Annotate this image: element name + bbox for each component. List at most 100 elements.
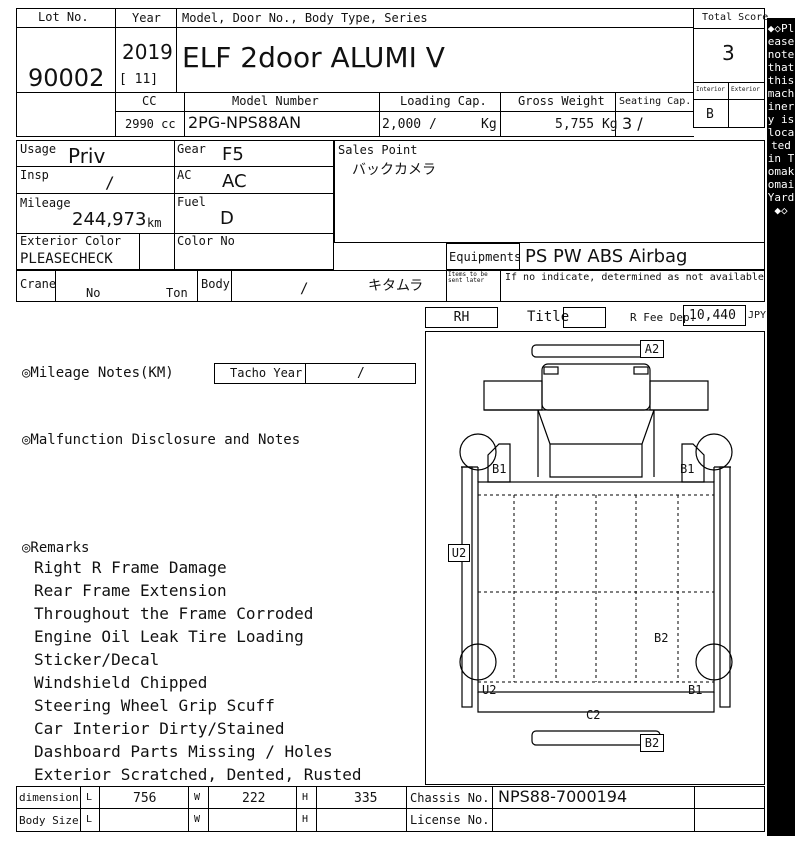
remark-line: Sticker/Decal xyxy=(34,650,160,669)
total-score-box xyxy=(693,8,765,128)
damage-mark-u2-side: U2 xyxy=(451,546,467,560)
no-indicate-note: If no indicate, determined as not availa… xyxy=(505,272,764,283)
body-size-label: Body Size xyxy=(19,814,79,827)
seating-label: Seating Cap. xyxy=(619,96,692,107)
crane-value: No xyxy=(86,286,101,300)
ac-label: AC xyxy=(177,168,192,182)
rh-box xyxy=(425,307,498,328)
chassis-value: NPS88-7000194 xyxy=(498,787,628,806)
remark-line: Right R Frame Damage xyxy=(34,558,227,577)
dimension-label: dimension xyxy=(19,791,79,804)
usage-value: Priv xyxy=(68,144,106,168)
size-w-label: W xyxy=(194,814,201,825)
gross-value: 5,755 Kg xyxy=(555,117,618,132)
model-label: Model, Door No., Body Type, Series xyxy=(182,11,428,25)
inspection-diagram: A2 B1 B1 U2 B2 U2 B1 C2 B2 xyxy=(425,331,765,785)
damage-mark-c2: C2 xyxy=(586,708,601,722)
gear-value: F5 xyxy=(222,144,244,165)
ext-color-label: Exterior Color xyxy=(20,234,122,248)
model-value: ELF 2door ALUMI V xyxy=(182,41,445,74)
loading-label: Loading Cap. xyxy=(400,94,487,108)
mileage-value: 244,973 xyxy=(72,209,147,230)
damage-mark-b2-bottom: B2 xyxy=(644,736,660,750)
ext-color-value: PLEASECHECK xyxy=(20,251,113,267)
tacho-box xyxy=(214,363,416,384)
fuel-value: D xyxy=(220,208,234,229)
month-value: [ 11] xyxy=(119,72,159,87)
mileage-unit: km xyxy=(147,216,162,230)
remark-line: Throughout the Frame Corroded xyxy=(34,604,314,623)
rfee-value: 10,440 xyxy=(689,308,736,323)
damage-mark-b1-left: B1 xyxy=(492,462,507,476)
loading-unit: Kg xyxy=(481,117,497,132)
lot-number: 90002 xyxy=(28,64,105,92)
dim-l-label: L xyxy=(86,792,93,803)
damage-mark-box xyxy=(640,340,664,358)
seating-value: 3 / xyxy=(622,114,643,133)
year-value: 2019 xyxy=(122,40,173,64)
damage-mark-u2-bottom: U2 xyxy=(482,683,497,697)
damage-mark-b2-body: B2 xyxy=(654,631,669,645)
fuel-label: Fuel xyxy=(177,195,206,209)
sales-point-label: Sales Point xyxy=(338,143,418,157)
model-number-value: 2PG-NPS88AN xyxy=(188,113,302,132)
cc-value: 2990 cc xyxy=(125,117,176,131)
mileage-label: Mileage xyxy=(20,196,71,210)
interior-score: B xyxy=(706,107,714,122)
sales-point-box xyxy=(334,140,765,243)
sales-point-value: バックカメラ xyxy=(352,162,436,178)
remark-line: Steering Wheel Grip Scuff xyxy=(34,696,275,715)
remark-line: Exterior Scratched, Dented, Rusted xyxy=(34,765,362,784)
chassis-label: Chassis No. xyxy=(410,791,490,805)
size-l-label: L xyxy=(86,814,93,825)
dim-w-label: W xyxy=(194,792,201,803)
damage-mark-b1-right: B1 xyxy=(680,462,695,476)
crane-label: Crane xyxy=(20,277,57,291)
remarks-label: ◎Remarks xyxy=(22,540,90,556)
truck-outline-diagram xyxy=(459,344,733,746)
items-later-note: Items to be sent later xyxy=(448,271,488,284)
exterior-label: Exterior xyxy=(731,86,760,93)
insp-label: Insp xyxy=(20,168,49,182)
ton-label: Ton xyxy=(166,286,188,300)
interior-label: Interior xyxy=(696,86,725,93)
dim-h-label: H xyxy=(302,792,309,803)
total-score-value: 3 xyxy=(722,41,735,65)
lot-label: Lot No. xyxy=(38,10,89,24)
gear-label: Gear xyxy=(177,142,206,156)
gross-label: Gross Weight xyxy=(518,94,605,108)
damage-mark-box xyxy=(448,544,470,562)
damage-mark-a2: A2 xyxy=(644,342,660,356)
malfunction-label: ◎Malfunction Disclosure and Notes xyxy=(22,432,301,448)
mileage-notes-label: ◎Mileage Notes(KM) xyxy=(22,365,174,381)
usage-label: Usage xyxy=(20,142,57,156)
license-label: License No. xyxy=(410,813,490,827)
loading-value: 2,000 / xyxy=(382,117,437,132)
damage-mark-box xyxy=(640,734,664,752)
rfee-label: R Fee Dep. xyxy=(630,311,697,324)
tacho-slash: / xyxy=(357,366,365,381)
remark-line: Engine Oil Leak Tire Loading xyxy=(34,627,304,646)
rfee-unit: JPY xyxy=(748,310,767,321)
remark-line: Dashboard Parts Missing / Holes xyxy=(34,742,333,761)
body-slash: / xyxy=(300,281,309,297)
insp-value: / xyxy=(105,173,115,192)
rh-label: RH xyxy=(453,310,470,325)
body-value: キタムラ xyxy=(368,278,424,294)
dim-h-value: 335 xyxy=(354,791,378,806)
ac-value: AC xyxy=(222,171,247,192)
title-label: Title xyxy=(527,309,570,325)
year-label: Year xyxy=(132,11,161,25)
rfee-box xyxy=(683,305,746,326)
color-no-label: Color No xyxy=(177,234,235,248)
remark-line: Windshield Chipped xyxy=(34,673,208,692)
equipments-label: Equipments xyxy=(449,250,522,264)
size-h-label: H xyxy=(302,814,309,825)
damage-mark-b1-bottom: B1 xyxy=(688,683,703,697)
remark-line: Rear Frame Extension xyxy=(34,581,227,600)
total-score-label: Total Score xyxy=(702,12,769,23)
remark-line: Car Interior Dirty/Stained xyxy=(34,719,285,738)
dim-l-value: 756 xyxy=(133,791,157,806)
equipments-value: PS PW ABS Airbag xyxy=(525,246,688,267)
title-box xyxy=(563,307,606,328)
